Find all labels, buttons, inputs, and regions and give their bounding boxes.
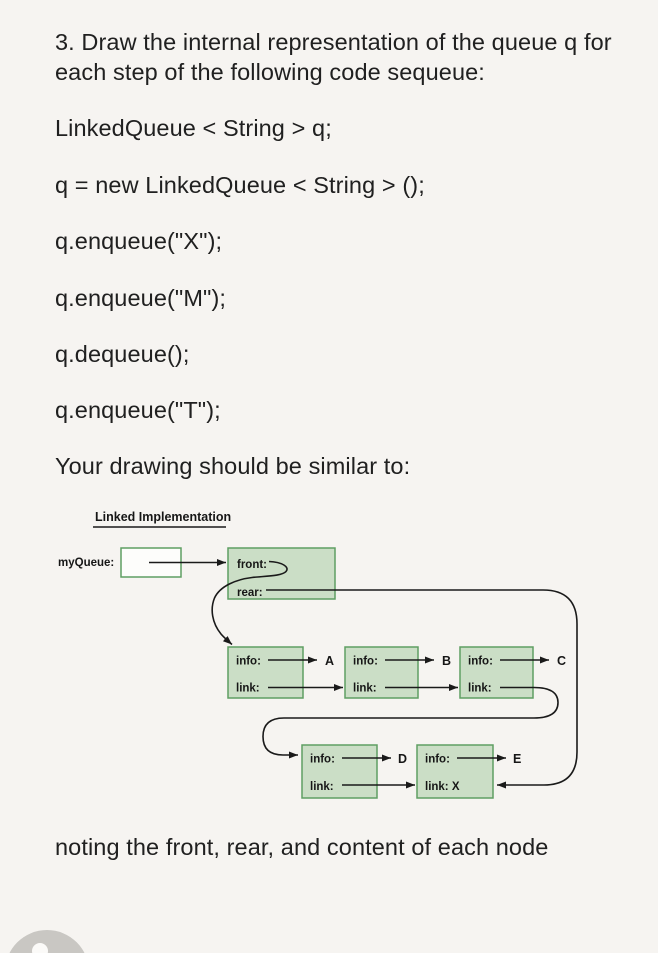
front-label: front: xyxy=(237,559,267,571)
node-c-info-label: info: xyxy=(468,656,493,668)
info-icon xyxy=(32,943,48,953)
node-c-link-label: link: xyxy=(468,683,492,695)
node-c-box xyxy=(459,646,534,699)
rear-label: rear: xyxy=(237,587,263,599)
code-line-enqueue-m: q.enqueue("M"); xyxy=(55,285,227,311)
node-e-link-label: link: X xyxy=(425,781,460,793)
front-pointer-arrow xyxy=(211,560,288,646)
code-line-dequeue: q.dequeue(); xyxy=(55,341,190,367)
node-e-box xyxy=(416,744,494,799)
code-line-enqueue-x: q.enqueue("X"); xyxy=(55,228,223,254)
node-b-link-label: link: xyxy=(353,683,377,695)
exercise-heading: 3. Draw the internal representation of t… xyxy=(55,29,612,85)
node-d-box xyxy=(301,744,378,799)
code-line-enqueue-t: q.enqueue("T"); xyxy=(55,397,221,423)
code-line-declare: LinkedQueue < String > q; xyxy=(55,115,332,141)
node-d-info-label: info: xyxy=(310,754,335,766)
node-a-box xyxy=(227,646,304,699)
code-line-new: q = new LinkedQueue < String > (); xyxy=(55,172,425,198)
rear-pointer-arrow xyxy=(266,589,578,789)
node-a-link-label: link: xyxy=(236,683,260,695)
node-a-info-label: info: xyxy=(236,656,261,668)
myqueue-label: myQueue: xyxy=(58,557,114,569)
node-b-box xyxy=(344,646,419,699)
node-a-value: A xyxy=(325,654,334,668)
node-c-link-arrow xyxy=(262,686,559,759)
node-b-info-label: info: xyxy=(353,656,378,668)
node-d-link-label: link: xyxy=(310,781,334,793)
footer-note: noting the front, rear, and content of e… xyxy=(55,834,549,860)
node-c-value: C xyxy=(557,654,566,668)
node-d-value: D xyxy=(398,752,407,766)
node-e-info-label: info: xyxy=(425,754,450,766)
drawing-intro: Your drawing should be similar to: xyxy=(55,453,411,479)
diagram-title: Linked Implementation xyxy=(95,510,231,524)
linked-queue-diagram: Linked Implementation myQueue: front: re… xyxy=(58,510,578,799)
node-b-value: B xyxy=(442,654,451,668)
node-e-value: E xyxy=(513,752,521,766)
info-floating-button[interactable] xyxy=(5,930,89,953)
